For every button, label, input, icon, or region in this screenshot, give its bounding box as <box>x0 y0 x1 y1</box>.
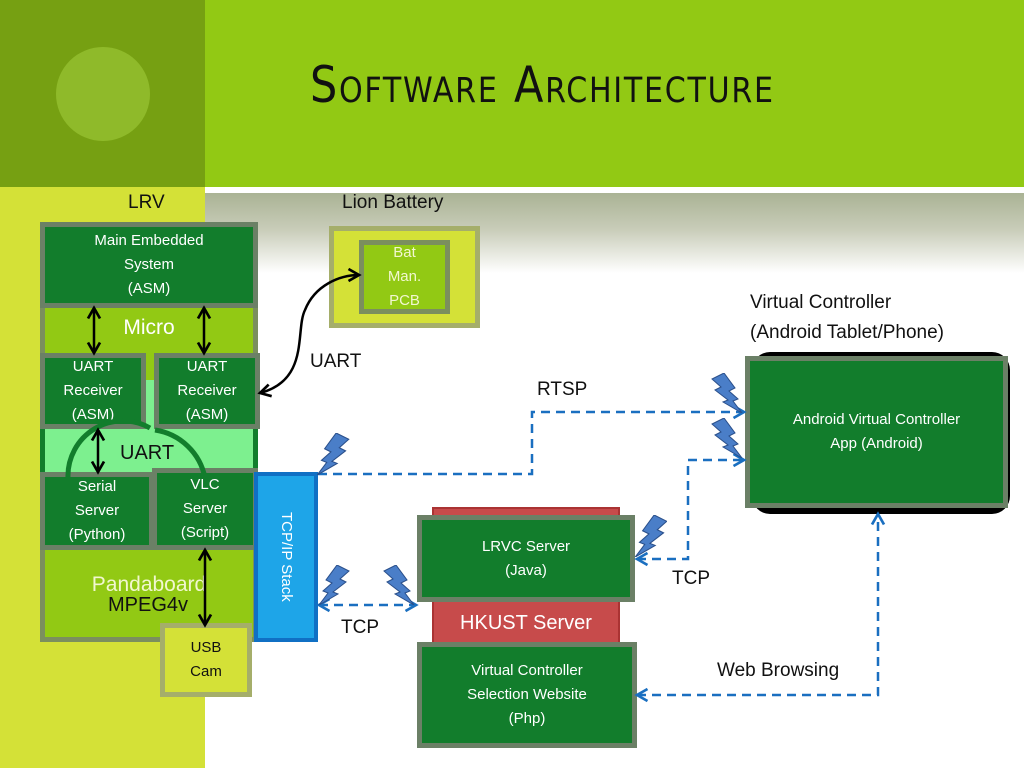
tcpip-stack: TCP/IP Stack <box>254 472 318 642</box>
virtual-controller-label-1: Virtual Controller <box>750 292 892 313</box>
usb-cam: USB Cam <box>160 623 252 697</box>
vc-selection-website: Virtual Controller Selection Website (Ph… <box>417 642 637 748</box>
wireless-bolt-icon <box>316 433 350 475</box>
header-divider <box>205 187 1024 193</box>
header-band <box>205 0 1024 187</box>
wireless-bolt-icon <box>635 515 667 557</box>
decorative-circle <box>56 47 150 141</box>
mpeg-label: MPEG4v <box>108 594 189 616</box>
rtsp-label: RTSP <box>537 379 588 400</box>
header-shadow-gradient <box>205 193 1024 273</box>
main-embedded-system: Main Embedded System (ASM) <box>40 222 258 308</box>
tcpip-stack-label: TCP/IP Stack <box>278 512 295 602</box>
battery-label: Lion Battery <box>342 192 444 213</box>
tcp-android-label: TCP <box>672 568 710 589</box>
uart-receiver-1: UART Receiver (ASM) <box>40 353 146 429</box>
slide-title: Software Architecture <box>310 56 775 114</box>
web-browsing-label: Web Browsing <box>717 660 840 681</box>
hkust-server-label: HKUST Server <box>460 612 592 634</box>
wireless-bolt-icon <box>711 418 743 458</box>
lrvc-server: LRVC Server (Java) <box>417 515 635 602</box>
tcp-stack-label: TCP <box>341 617 379 638</box>
link-rtsp <box>318 404 747 476</box>
pandaboard-label: Pandaboard <box>91 573 207 596</box>
virtual-controller-label-2: (Android Tablet/Phone) <box>750 322 944 343</box>
lrv-label: LRV <box>128 192 165 213</box>
link-tcp-server-android <box>634 452 747 567</box>
serial-server: Serial Server (Python) <box>40 472 154 550</box>
vlc-server: VLC Server (Script) <box>152 468 258 550</box>
wireless-bolt-icon <box>318 565 350 605</box>
wireless-bolt-icon <box>711 373 743 413</box>
uart-receiver-2: UART Receiver (ASM) <box>154 353 260 429</box>
micro-label: Micro <box>123 316 175 339</box>
android-app: Android Virtual Controller App (Android) <box>745 356 1008 508</box>
uart-battery-label: UART <box>310 351 362 372</box>
uart-internal-label: UART <box>120 442 175 464</box>
wireless-bolt-icon <box>383 565 415 605</box>
bat-man-pcb: Bat Man. PCB <box>359 240 450 314</box>
